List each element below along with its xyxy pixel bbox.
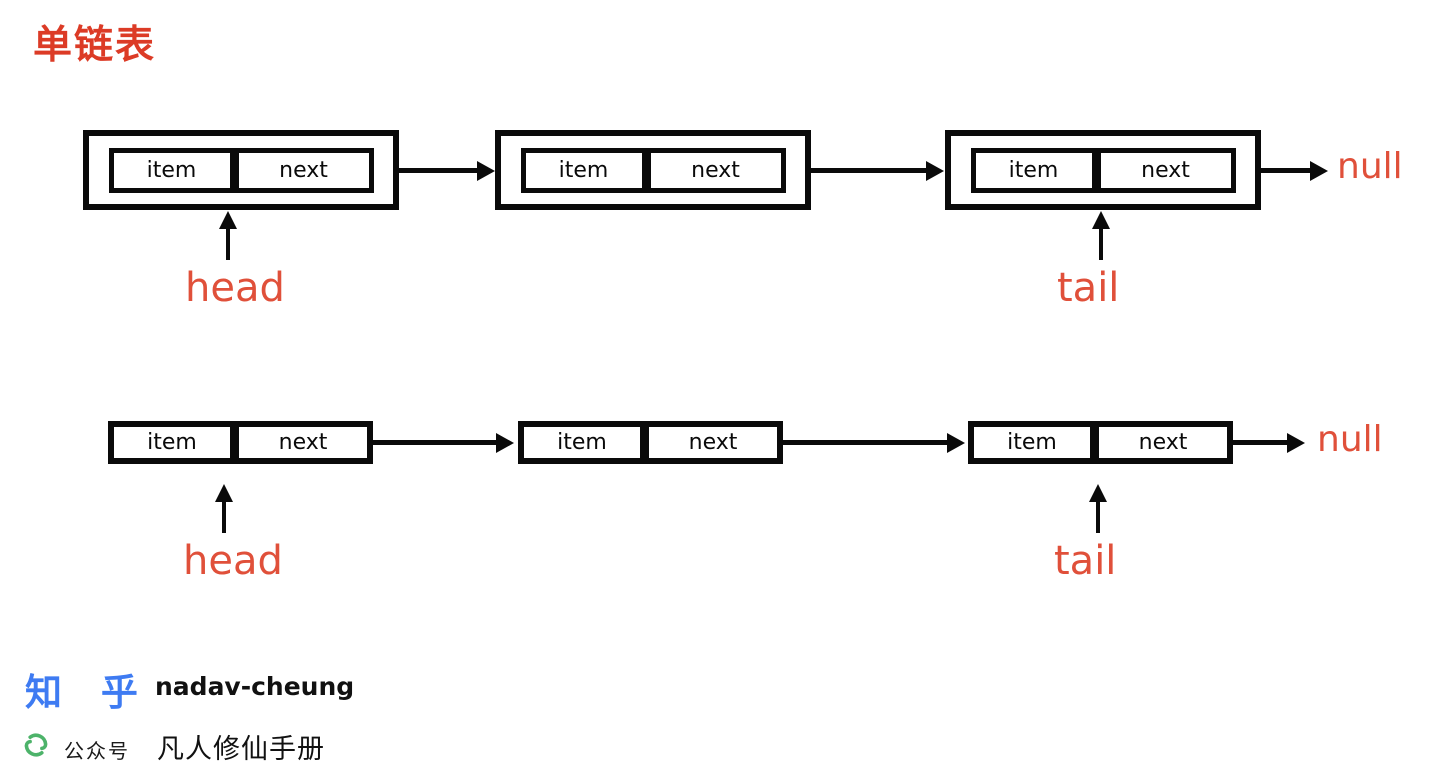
tail-label: tail — [1054, 538, 1117, 584]
node-box: item next — [518, 421, 783, 464]
next-pointer-arrow — [399, 168, 477, 173]
page-title: 单链表 — [33, 22, 157, 68]
tail-pointer-arrow — [1096, 502, 1100, 533]
node-box: item next — [108, 421, 373, 464]
next-pointer-arrow — [373, 440, 496, 445]
node-item-cell: item — [147, 430, 197, 455]
wechat-account-name: 凡人修仙手册 — [157, 734, 325, 765]
null-terminal-label: null — [1317, 419, 1383, 460]
node-inner-box: item next — [970, 147, 1236, 193]
node-item-cell: item — [146, 157, 197, 183]
node-next-cell: next — [229, 152, 369, 188]
node-next-cell: next — [1091, 152, 1231, 188]
zhihu-username: nadav-cheung — [155, 672, 355, 701]
node-item-cell: item — [558, 157, 609, 183]
node-outer-box: item next — [945, 130, 1261, 210]
node-next-cell: next — [230, 427, 367, 458]
node-box: item next — [968, 421, 1233, 464]
tail-pointer-arrow — [1099, 229, 1103, 260]
node-item-cell: item — [557, 430, 607, 455]
node-next-cell: next — [1090, 427, 1227, 458]
node-item-cell: item — [1008, 157, 1059, 183]
zhihu-logo: 知 乎 — [25, 671, 138, 714]
null-pointer-arrow — [1233, 440, 1287, 445]
next-pointer-arrow — [783, 440, 947, 445]
tail-label: tail — [1057, 265, 1120, 311]
head-pointer-arrow — [222, 502, 226, 533]
head-label: head — [185, 265, 285, 311]
head-pointer-arrow — [226, 229, 230, 260]
node-next-cell: next — [640, 427, 777, 458]
wechat-official-account-swirl-icon — [23, 732, 49, 758]
node-outer-box: item next — [495, 130, 811, 210]
null-terminal-label: null — [1337, 146, 1403, 187]
node-inner-box: item next — [520, 147, 786, 193]
wechat-platform-label: 公众号 — [64, 739, 130, 763]
head-label: head — [183, 538, 283, 584]
node-item-cell: item — [1007, 430, 1057, 455]
node-inner-box: item next — [108, 147, 374, 193]
next-pointer-arrow — [811, 168, 926, 173]
null-pointer-arrow — [1261, 168, 1310, 173]
node-next-cell: next — [641, 152, 781, 188]
node-outer-box: item next — [83, 130, 399, 210]
